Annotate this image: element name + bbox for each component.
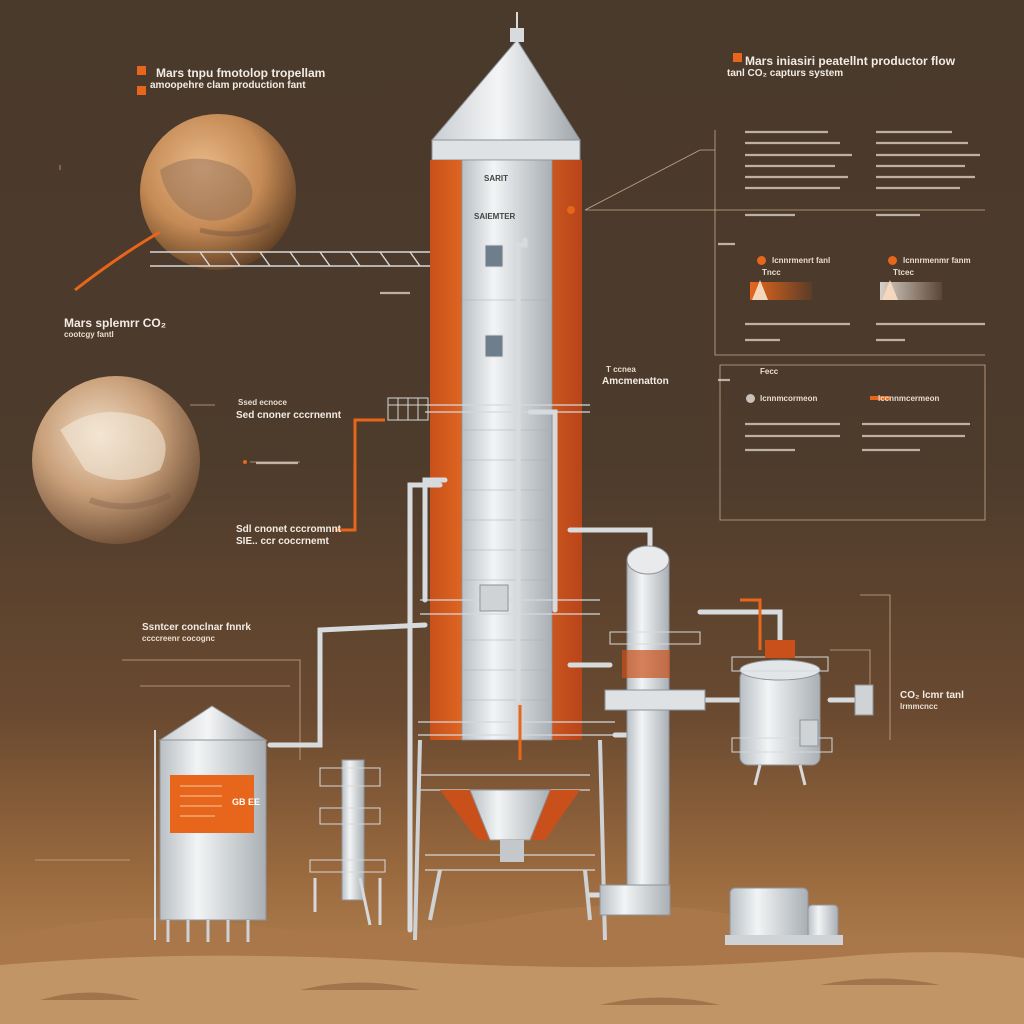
mars-co2-label: Mars splemrr CO₂	[64, 316, 167, 330]
panel-heading-3: lcnnmcormeon	[760, 394, 818, 403]
title-right-line2: tanl CO₂ capturs system	[727, 68, 844, 79]
separation-column	[599, 545, 706, 916]
left-annotation-4: SIE.. ccr coccrnemt	[236, 536, 329, 547]
flow-indicator-icon	[888, 256, 897, 265]
center-annotation-small: T ccnea	[606, 365, 636, 374]
co2-capture-reactor	[731, 640, 874, 786]
info-panel-graphics	[750, 280, 942, 400]
co2-tank-label: CO₂ lcmr tanl	[900, 690, 964, 701]
center-annotation: Amcmenatton	[602, 376, 669, 387]
title-right-line1: Mars iniasiri peatellnt productor flow	[745, 54, 956, 68]
silo-code: GB EE	[232, 797, 261, 807]
left-annotation-3: Sdl cnonet cccromnnt	[236, 524, 342, 535]
title-left-line1: Mars tnpu fmotolop tropellam	[156, 66, 326, 80]
status-indicator-icon	[746, 394, 755, 403]
co2-tank-sublabel: lrmmcncc	[900, 702, 938, 711]
title-left-line2: amoopehre clam production fant	[150, 80, 306, 91]
storage-annotation-2: ccccreenr cocognc	[142, 634, 215, 643]
tower-tag-top: SARIT	[484, 174, 508, 183]
panel-small-1: Tncc	[762, 268, 781, 277]
left-annotation-1: Ssed ecnoce	[238, 398, 287, 407]
callout-lines	[35, 130, 986, 861]
panel-heading-1: lcnnrmenrt fanl	[772, 256, 831, 265]
pipework	[267, 237, 863, 933]
flow-indicator-icon	[757, 256, 766, 265]
panel-small-2: Ttcec	[893, 268, 914, 277]
mars-co2-sublabel: cootcgy fantl	[64, 330, 114, 339]
small-process-tank	[309, 759, 386, 926]
left-annotation-2: Sed cnoner cccrnennt	[236, 410, 342, 421]
panel-heading-4: lccnnmcermeon	[878, 394, 940, 403]
utility-tanks	[725, 887, 843, 945]
tower-tag-name: SAIEMTER	[474, 212, 516, 221]
panel-heading-2: lcnnrmenmr fanm	[903, 256, 971, 265]
mars-planet-upper	[140, 114, 296, 270]
panel-small-3: Fecc	[760, 367, 779, 376]
storage-annotation-1: Ssntcer conclnar fnnrk	[142, 622, 251, 633]
storage-silo	[154, 705, 268, 942]
